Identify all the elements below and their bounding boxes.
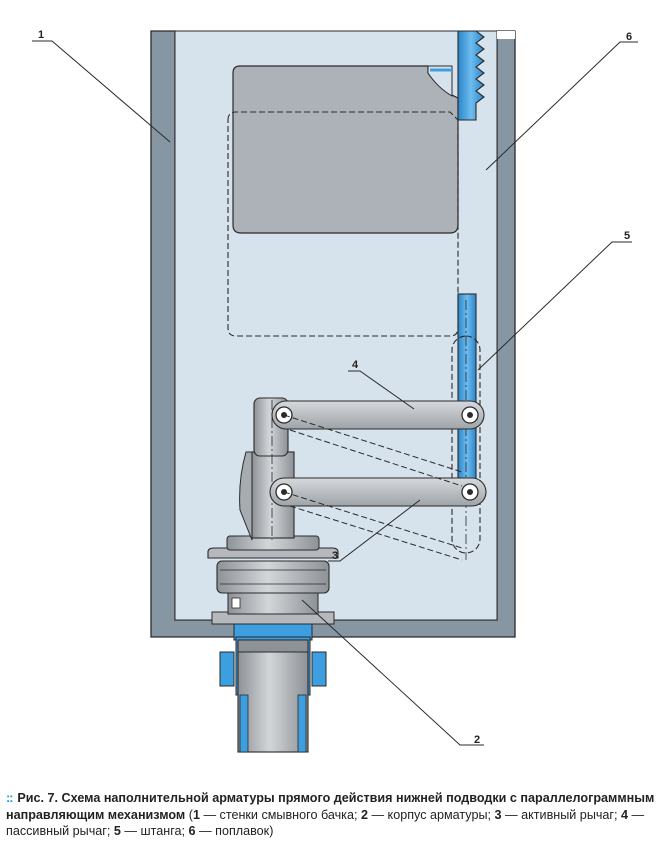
active-lever [269,477,487,507]
caption-item-text: — пассивный рычаг; [6,807,645,839]
caption-fig-label: Рис. 7. [17,791,59,805]
rod [451,30,485,560]
caption-item-num: 5 [113,824,121,838]
callout-6: 6 [626,31,632,43]
caption-item-text: — поплавок) [195,824,274,838]
diagram-area: 1 2 3 4 5 6 [32,29,638,753]
caption-marker-icon: :: [6,791,13,805]
callout-5: 5 [624,230,630,242]
float-lower-position [227,111,459,337]
caption-open-paren: ( [185,807,193,822]
leader-lines [32,40,638,746]
callout-3: 3 [332,550,338,562]
passive-lever [271,400,485,430]
caption-item-text: — стенки смывного бачка; [199,807,361,822]
caption-item-text: — корпус арматуры; [367,807,495,822]
caption-item-num: 4 [621,807,629,822]
fill-valve-diagram: 1 2 3 4 5 6 [32,29,638,753]
valve-body [207,397,339,753]
callout-4: 4 [352,359,359,371]
caption-item-text: — штанга; [120,824,189,838]
caption-item-num: 1 [192,807,200,822]
caption-item-text: — активный рычаг; [501,807,622,822]
callout-1: 1 [38,29,44,41]
float [232,65,459,234]
figure-caption: ::Рис. 7. Схема наполнительной арматуры … [6,790,668,840]
caption-item-num: 6 [188,824,196,838]
caption-item-num: 2 [360,807,368,822]
levers-lower-position [283,414,463,561]
callout-2: 2 [474,734,480,746]
caption-item-num: 3 [494,807,502,822]
caption-title: Схема наполнительной арматуры прямого де… [6,791,655,822]
